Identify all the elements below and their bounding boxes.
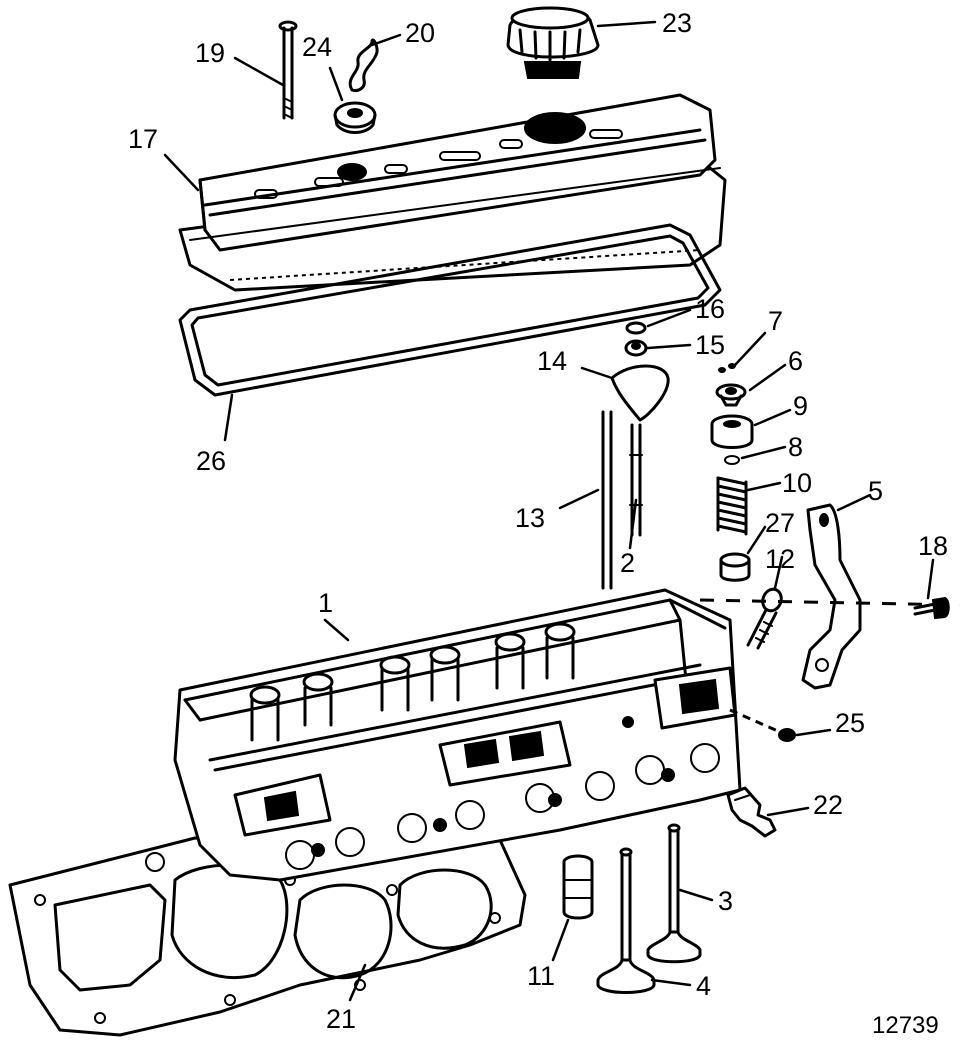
nut-16 xyxy=(625,321,647,335)
pushrod-13 xyxy=(601,410,613,590)
intake-valve-4 xyxy=(596,847,656,994)
leader-6 xyxy=(748,363,787,392)
callout-21: 21 xyxy=(326,1004,356,1034)
figure-number: 12739 xyxy=(872,1012,939,1039)
leader-22 xyxy=(766,806,810,817)
callout-14: 14 xyxy=(537,346,567,376)
callout-5: 5 xyxy=(868,476,883,506)
leader-19 xyxy=(233,56,285,87)
bracket-5 xyxy=(801,503,862,690)
head-gasket-21 xyxy=(8,836,527,1037)
callout-23: 23 xyxy=(662,8,692,38)
cap-6 xyxy=(715,383,747,407)
leader-17 xyxy=(163,153,200,192)
leader-9 xyxy=(753,408,792,427)
leader-14 xyxy=(580,366,614,380)
callout-17: 17 xyxy=(128,124,158,154)
valve-keys-7 xyxy=(718,363,736,373)
leader-15 xyxy=(646,343,692,350)
callout-26: 26 xyxy=(196,446,226,476)
leader-2 xyxy=(628,498,638,550)
valve-cover-gasket-26 xyxy=(178,223,722,397)
leader-23 xyxy=(596,20,657,28)
callout-25: 25 xyxy=(835,708,865,738)
bolt-19 xyxy=(278,20,298,120)
seal-8 xyxy=(724,455,740,465)
lifter-11 xyxy=(562,854,594,920)
oil-filler-cap-23 xyxy=(506,6,600,79)
leader-27 xyxy=(746,525,767,555)
leader-1 xyxy=(323,618,350,642)
leader-21 xyxy=(348,963,367,1002)
callout-16: 16 xyxy=(695,294,725,324)
callout-18: 18 xyxy=(918,531,948,561)
callout-27: 27 xyxy=(765,508,795,538)
exhaust-valve-3 xyxy=(646,823,702,964)
leader-4 xyxy=(650,978,692,987)
cylinder-head-1 xyxy=(173,588,742,882)
pivot-ball-15 xyxy=(624,339,648,357)
leader-8 xyxy=(740,445,787,460)
alignment-line xyxy=(699,598,961,607)
valve-spring-10 xyxy=(716,476,748,536)
rotator-9 xyxy=(710,414,754,449)
leader-12 xyxy=(773,555,784,590)
leader-lines xyxy=(163,20,935,1002)
callout-4: 4 xyxy=(696,971,711,1001)
rocker-arm-14 xyxy=(610,364,670,422)
leader-10 xyxy=(746,481,782,492)
callout-22: 22 xyxy=(813,790,843,820)
leader-25 xyxy=(795,728,832,737)
leader-3 xyxy=(678,888,714,902)
callout-1: 1 xyxy=(318,588,333,618)
callout-19: 19 xyxy=(195,38,225,68)
callout-11: 11 xyxy=(527,961,555,991)
leader-16 xyxy=(646,308,692,328)
callout-7: 7 xyxy=(768,306,783,336)
callout-labels: 1 2 3 4 5 6 7 8 9 10 11 12 13 14 15 16 1… xyxy=(128,8,948,1039)
callout-2: 2 xyxy=(620,548,635,578)
callout-6: 6 xyxy=(788,346,803,376)
valve-cover-17 xyxy=(178,93,727,292)
callout-12: 12 xyxy=(765,544,795,574)
temperature-sender-22 xyxy=(726,786,777,838)
clip-20 xyxy=(348,38,379,92)
leader-18 xyxy=(926,558,935,600)
callout-3: 3 xyxy=(718,886,733,916)
callout-13: 13 xyxy=(515,503,545,533)
callout-20: 20 xyxy=(405,18,435,48)
callout-8: 8 xyxy=(788,432,803,462)
callout-15: 15 xyxy=(695,330,725,360)
grommet-24 xyxy=(333,101,377,134)
guide-2 xyxy=(629,423,643,537)
alignment-line-25 xyxy=(729,708,781,734)
leader-13 xyxy=(558,488,600,510)
stud-12 xyxy=(746,587,783,650)
leader-26 xyxy=(223,393,234,442)
leader-7 xyxy=(733,331,767,367)
callout-24: 24 xyxy=(302,32,332,62)
leader-5 xyxy=(836,493,872,512)
bolt-18 xyxy=(913,596,950,620)
callout-9: 9 xyxy=(793,391,808,421)
leader-24 xyxy=(328,66,344,102)
callout-10: 10 xyxy=(782,468,812,498)
leader-20 xyxy=(370,33,402,47)
leader-11 xyxy=(551,918,570,962)
nut-25 xyxy=(778,728,796,742)
cup-27 xyxy=(719,552,751,582)
